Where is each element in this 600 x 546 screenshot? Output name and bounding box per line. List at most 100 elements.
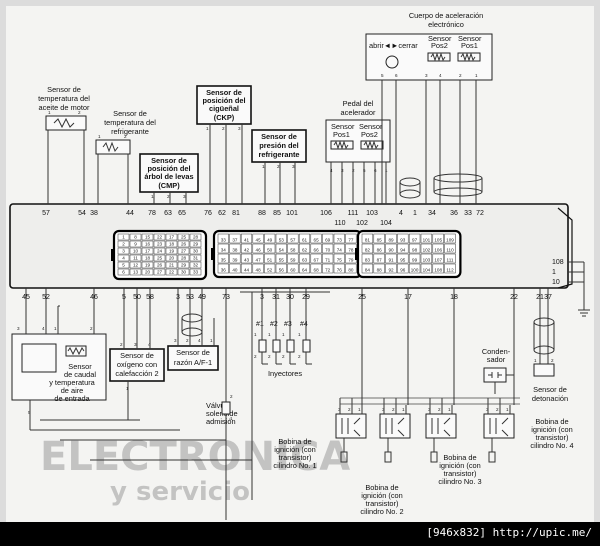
connector-cell xyxy=(165,247,178,255)
cmp-sensor: Sensor de posición del árbol de levas (C… xyxy=(139,153,199,204)
connector-cell xyxy=(117,247,130,255)
connector-cell xyxy=(275,243,287,254)
connector-cell xyxy=(298,253,311,264)
connector-cell xyxy=(129,233,142,241)
shield-loop xyxy=(181,313,203,323)
connector-pin-number: 26 xyxy=(181,242,187,247)
o2-label-2: oxígeno con xyxy=(117,360,157,369)
connector-pin-number: 106 xyxy=(434,248,442,253)
connector-cell xyxy=(189,268,202,276)
ecu-pin-label: 44 xyxy=(126,210,134,217)
connector-pin-number: 25 xyxy=(157,256,163,261)
ecu-pin-label: 110 xyxy=(334,220,345,227)
coil2-label-1: Bobina de xyxy=(365,483,398,492)
connector-pin-number: 62 xyxy=(302,248,308,253)
cmp-pin-2: 2 xyxy=(167,194,170,199)
cmp-pin-1: 1 xyxy=(151,194,154,199)
ecu-pin-label: 108 xyxy=(552,259,564,266)
af-label-1: Sensor de xyxy=(176,348,210,357)
connector-pin-number: 93 xyxy=(400,238,406,243)
connector-pin-number: 54 xyxy=(279,248,285,253)
coolant-temp-label-1: Sensor de xyxy=(113,109,147,118)
connector-pin-number: 27 xyxy=(181,249,187,254)
ecu-pin-label: 106 xyxy=(320,210,332,217)
connector-pin-number: 94 xyxy=(400,248,406,253)
cpress-label-2: presión del xyxy=(259,141,298,150)
connector-pin-number: 71 xyxy=(325,258,331,263)
coil-feed-wires xyxy=(339,398,363,414)
connector-pin-number: 109 xyxy=(446,238,454,243)
coil2-label-2: ignición (con xyxy=(361,491,403,500)
condenser-label-2: sador xyxy=(487,355,506,364)
connector-pin-number: 18 xyxy=(145,256,151,261)
connector-pin-number: 39 xyxy=(232,258,238,263)
connector-pin-number: 85 xyxy=(377,238,383,243)
connector-pin-number: 20 xyxy=(169,256,175,261)
coolant-pressure-sensor: Sensor de presión del refrigerante 1 2 3 xyxy=(251,129,307,204)
maf-pin-3: 3 xyxy=(17,326,20,331)
connector-pin-number: 37 xyxy=(232,238,238,243)
coil4-label-2: ignición (con xyxy=(531,425,573,434)
connector-pin-number: 92 xyxy=(388,268,394,273)
o2-label-1: Sensor de xyxy=(120,351,154,360)
connector-cell xyxy=(153,261,166,269)
connector-cell xyxy=(252,243,264,254)
connector-cell xyxy=(264,263,276,274)
valve-pin-1: 1 xyxy=(230,416,233,421)
knock-label-1: Sensor de xyxy=(533,385,567,394)
knock-sensor: 1 2 Sensor de detonación xyxy=(532,288,568,403)
ecu-pin-label: 36 xyxy=(450,210,458,217)
connector-cell xyxy=(397,253,409,264)
spark-plug-icon xyxy=(488,438,496,463)
throttle-pin-label: 2 xyxy=(459,73,462,78)
connector-cell xyxy=(189,247,202,255)
coil-pin-label: 2 xyxy=(496,407,499,412)
connector-pin-number: 79 xyxy=(348,258,354,263)
coolant-temp-label-3: refrigerante xyxy=(111,127,149,136)
connector-pin-number: 77 xyxy=(348,238,354,243)
connector-cell xyxy=(264,253,276,264)
oil-temperature-sensor: Sensor de temperatura del aceite de moto… xyxy=(38,85,90,204)
connector-cell xyxy=(333,263,345,274)
coil-feed-wires xyxy=(487,398,511,414)
connector-pin-number: 88 xyxy=(377,268,383,273)
coil4-label-3: transistor) xyxy=(536,433,569,442)
connector-pin-number: 28 xyxy=(193,235,199,240)
connector-cell xyxy=(361,233,374,244)
connector-cell xyxy=(275,253,287,264)
capacitor-symbol xyxy=(488,372,502,378)
cpress-pin-3: 3 xyxy=(292,164,295,169)
connector-pin-number: 52 xyxy=(267,268,273,273)
connector-cell xyxy=(373,253,385,264)
maf-label-2: de caudal xyxy=(64,370,96,379)
connector-cell xyxy=(408,233,421,244)
connector-pin-number: 111 xyxy=(447,258,454,263)
connector-cell xyxy=(252,263,264,274)
ecu-pin-label: 85 xyxy=(273,210,281,217)
connector-pin-number: 38 xyxy=(232,248,238,253)
cmp-label-2: posición del xyxy=(147,164,190,173)
condenser-box xyxy=(483,367,507,383)
coil-body xyxy=(483,413,515,439)
coil2-label-3: transistor) xyxy=(366,499,399,508)
coil3-label-2: ignición (con xyxy=(439,461,481,470)
connector-pin-number: 99 xyxy=(412,258,418,263)
knock-sensor-body xyxy=(533,363,555,377)
coolant-temp-wires xyxy=(97,154,129,204)
shield-loop xyxy=(533,317,555,327)
connector-cell xyxy=(129,254,142,262)
af-pin-1: 1 xyxy=(210,338,213,343)
shield-sides xyxy=(433,178,483,192)
connector-cell xyxy=(229,233,241,244)
connector-cell xyxy=(408,243,421,254)
connector-pin-number: 5 xyxy=(122,263,125,268)
throttle-pin-label: 3 xyxy=(425,73,428,78)
connector-pin-number: 66 xyxy=(314,248,320,253)
size-caption: [946x832] http://upic.me/ xyxy=(426,526,592,539)
ecu-pin-label: 65 xyxy=(178,210,186,217)
connector-pin-number: 40 xyxy=(232,268,238,273)
coil-pin-label: 1 xyxy=(506,407,509,412)
injectors: Inyectores #112#212#312#412 xyxy=(240,288,330,500)
connector-cell xyxy=(129,247,142,255)
connector-cell xyxy=(252,253,264,264)
